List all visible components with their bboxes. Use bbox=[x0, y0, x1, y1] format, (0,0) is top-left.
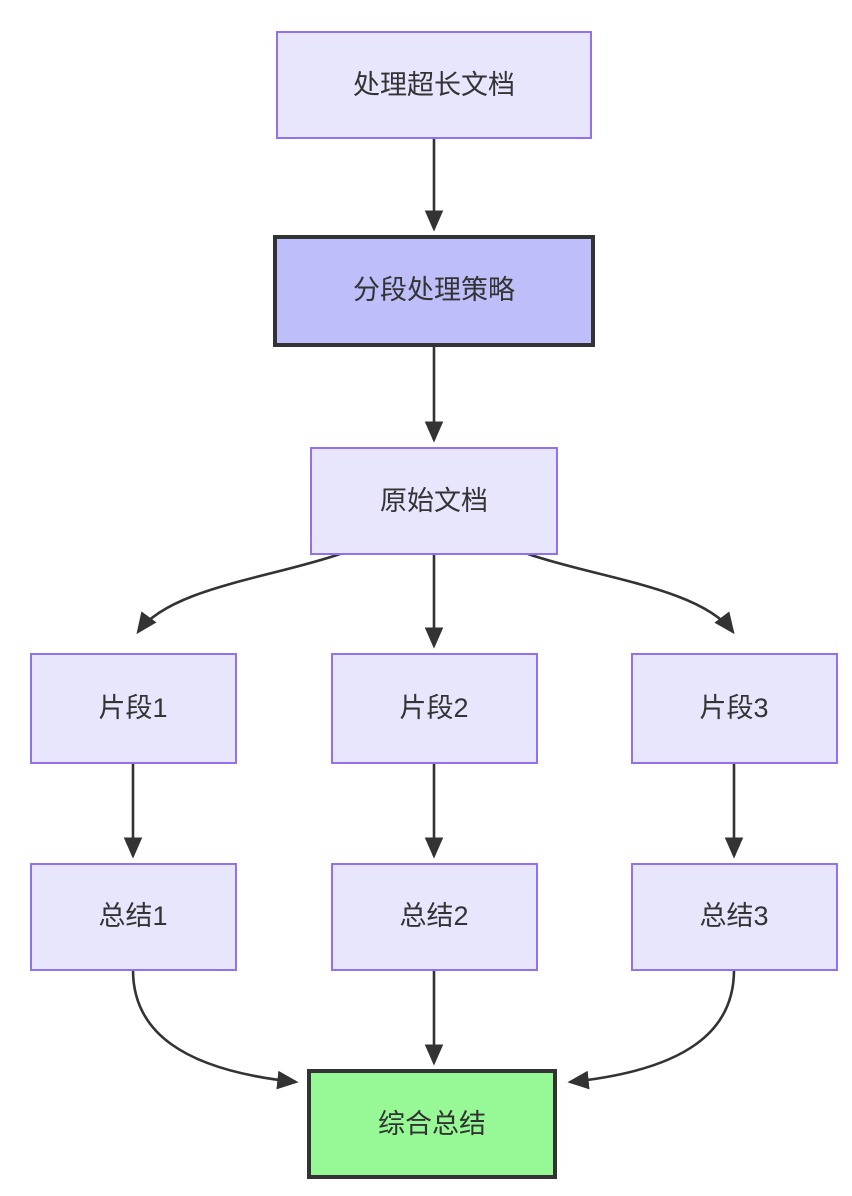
node-comprehensive-summary[interactable]: 综合总结 bbox=[307, 1069, 557, 1179]
edge-n7-n10 bbox=[131, 969, 299, 1090]
edges-layer bbox=[123, 138, 744, 1090]
node-fragment-3[interactable]: 片段3 bbox=[631, 653, 838, 764]
edge-n9-n10 bbox=[567, 969, 736, 1090]
node-summary-1[interactable]: 总结1 bbox=[30, 863, 237, 971]
node-rect-n5[interactable] bbox=[331, 653, 538, 764]
edge-n3-n4 bbox=[136, 552, 341, 635]
node-summary-3[interactable]: 总结3 bbox=[631, 863, 838, 971]
node-rect-n1[interactable] bbox=[276, 31, 592, 139]
node-fragment-2[interactable]: 片段2 bbox=[331, 653, 538, 764]
node-summary-2[interactable]: 总结2 bbox=[331, 863, 538, 971]
node-rect-n8[interactable] bbox=[331, 863, 538, 971]
node-rect-n7[interactable] bbox=[30, 863, 237, 971]
node-process-long-document[interactable]: 处理超长文档 bbox=[276, 31, 592, 139]
node-rect-n10[interactable] bbox=[307, 1069, 557, 1179]
node-chunked-processing-strategy[interactable]: 分段处理策略 bbox=[273, 235, 595, 347]
node-rect-n3[interactable] bbox=[310, 447, 558, 555]
edge-n3-n6 bbox=[527, 552, 735, 635]
node-rect-n9[interactable] bbox=[631, 863, 838, 971]
node-fragment-1[interactable]: 片段1 bbox=[30, 653, 237, 764]
node-original-document[interactable]: 原始文档 bbox=[310, 447, 558, 555]
node-rect-n2[interactable] bbox=[273, 235, 595, 347]
node-rect-n4[interactable] bbox=[30, 653, 237, 764]
node-rect-n6[interactable] bbox=[631, 653, 838, 764]
